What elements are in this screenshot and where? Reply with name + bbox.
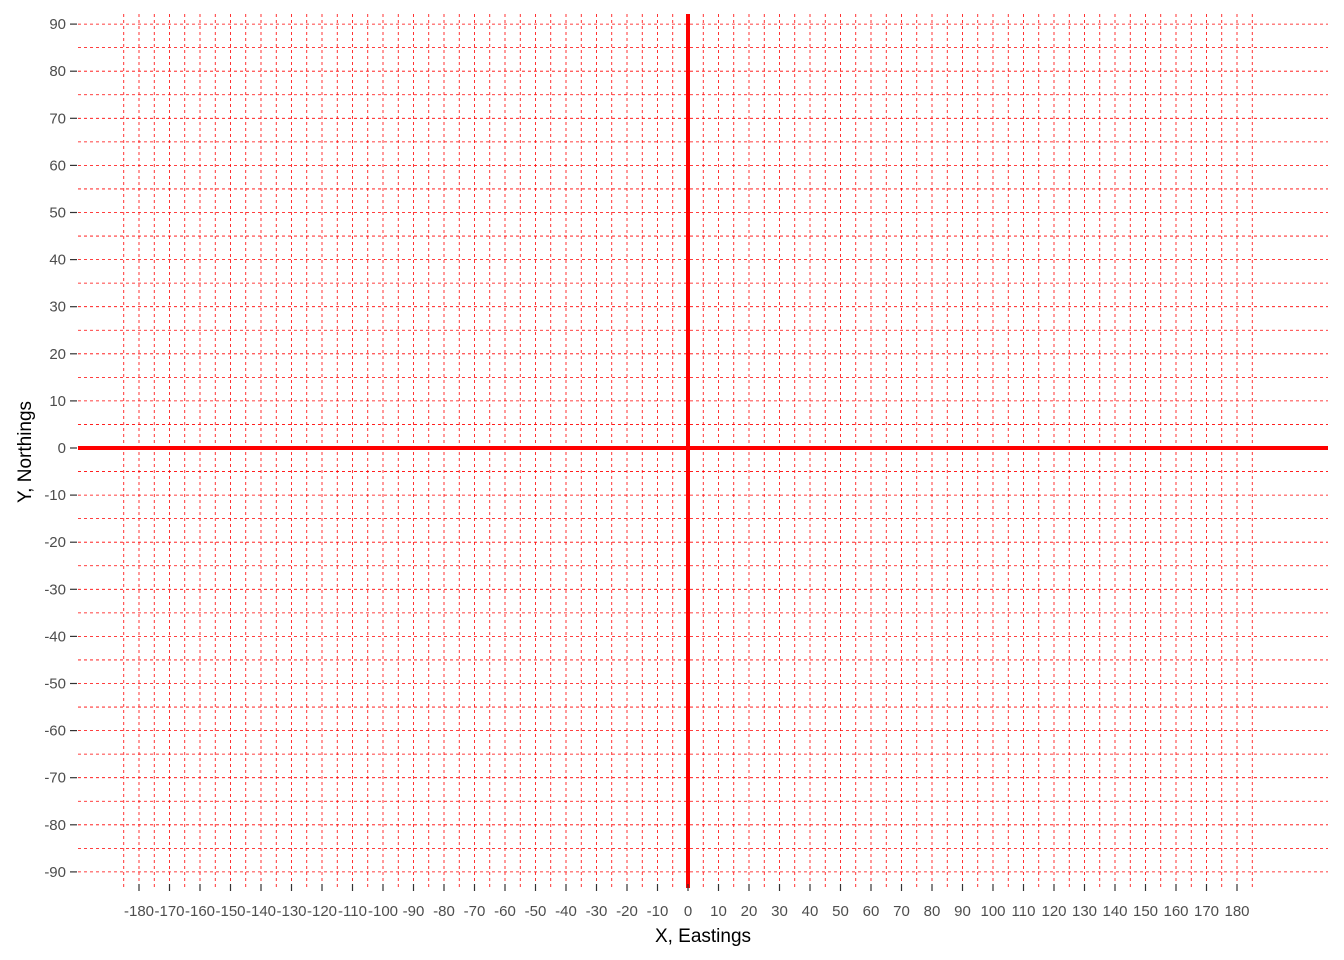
axis-ticks bbox=[70, 23, 1238, 891]
x-tick-label: 100 bbox=[980, 903, 1005, 920]
y-tick-label: 80 bbox=[49, 63, 66, 80]
y-tick-label: 60 bbox=[49, 157, 66, 174]
x-tick-label: 160 bbox=[1163, 903, 1188, 920]
x-tick-label: -70 bbox=[464, 903, 486, 920]
x-tick-label: -120 bbox=[307, 903, 337, 920]
x-tick-label: 120 bbox=[1041, 903, 1066, 920]
y-tick-label: 90 bbox=[49, 16, 66, 33]
x-tick-label: 110 bbox=[1012, 903, 1036, 920]
x-tick-label: -160 bbox=[185, 903, 215, 920]
x-tick-label: -170 bbox=[154, 903, 184, 920]
x-tick-label: 0 bbox=[684, 903, 692, 920]
y-tick-label: -20 bbox=[44, 534, 66, 551]
y-tick-label: -30 bbox=[44, 581, 66, 598]
x-tick-label: 60 bbox=[863, 903, 880, 920]
y-tick-label: -40 bbox=[44, 628, 66, 645]
x-tick-label: -40 bbox=[555, 903, 577, 920]
y-tick-label: -60 bbox=[44, 723, 66, 740]
x-tick-label: 140 bbox=[1102, 903, 1127, 920]
y-tick-label: 30 bbox=[49, 299, 66, 316]
y-tick-label: -90 bbox=[44, 864, 66, 881]
y-tick-label: 40 bbox=[49, 252, 66, 269]
x-tick-label: 20 bbox=[741, 903, 758, 920]
x-tick-label: -90 bbox=[403, 903, 425, 920]
x-tick-label: -20 bbox=[616, 903, 638, 920]
x-tick-label: -50 bbox=[525, 903, 547, 920]
x-tick-label: -30 bbox=[586, 903, 608, 920]
x-tick-label: 10 bbox=[710, 903, 727, 920]
y-axis-title: Y, Northings bbox=[15, 401, 36, 503]
y-tick-label: -10 bbox=[44, 487, 66, 504]
x-tick-label: -80 bbox=[433, 903, 455, 920]
x-axis-title: X, Eastings bbox=[655, 926, 751, 947]
x-tick-label: 130 bbox=[1072, 903, 1097, 920]
x-tick-label: -10 bbox=[647, 903, 669, 920]
y-tick-label: -80 bbox=[44, 817, 66, 834]
y-tick-labels: 90 80 70 60 50 40 30 20 10 0 -10 -20 -30 -40 -50 -60 -70… bbox=[44, 16, 66, 881]
y-tick-label: 10 bbox=[49, 393, 66, 410]
x-tick-label: -150 bbox=[215, 903, 245, 920]
x-tick-label: 90 bbox=[954, 903, 971, 920]
y-tick-label: -50 bbox=[44, 676, 66, 693]
x-tick-label: -130 bbox=[276, 903, 306, 920]
x-tick-label: 180 bbox=[1224, 903, 1249, 920]
grid-lines bbox=[78, 14, 1328, 888]
x-tick-label: -100 bbox=[368, 903, 398, 920]
x-tick-label: 30 bbox=[771, 903, 788, 920]
y-tick-label: 0 bbox=[58, 440, 66, 457]
x-tick-label: 80 bbox=[924, 903, 941, 920]
x-tick-label: 170 bbox=[1194, 903, 1219, 920]
x-tick-label: 70 bbox=[893, 903, 910, 920]
x-tick-label: -180 bbox=[124, 903, 154, 920]
y-tick-label: 50 bbox=[49, 205, 66, 222]
x-tick-labels: -180-170-160-150-140-130-120-110-100-90-… bbox=[124, 903, 1250, 920]
x-tick-label: -140 bbox=[246, 903, 276, 920]
y-tick-label: 20 bbox=[49, 346, 66, 363]
x-tick-label: 150 bbox=[1133, 903, 1158, 920]
x-tick-label: -110 bbox=[338, 903, 367, 920]
x-tick-label: 50 bbox=[832, 903, 849, 920]
zero-axis-lines bbox=[78, 14, 1328, 888]
y-tick-label: 70 bbox=[49, 110, 66, 127]
x-tick-label: 40 bbox=[802, 903, 819, 920]
x-tick-label: -60 bbox=[494, 903, 516, 920]
y-tick-label: -70 bbox=[44, 770, 66, 787]
